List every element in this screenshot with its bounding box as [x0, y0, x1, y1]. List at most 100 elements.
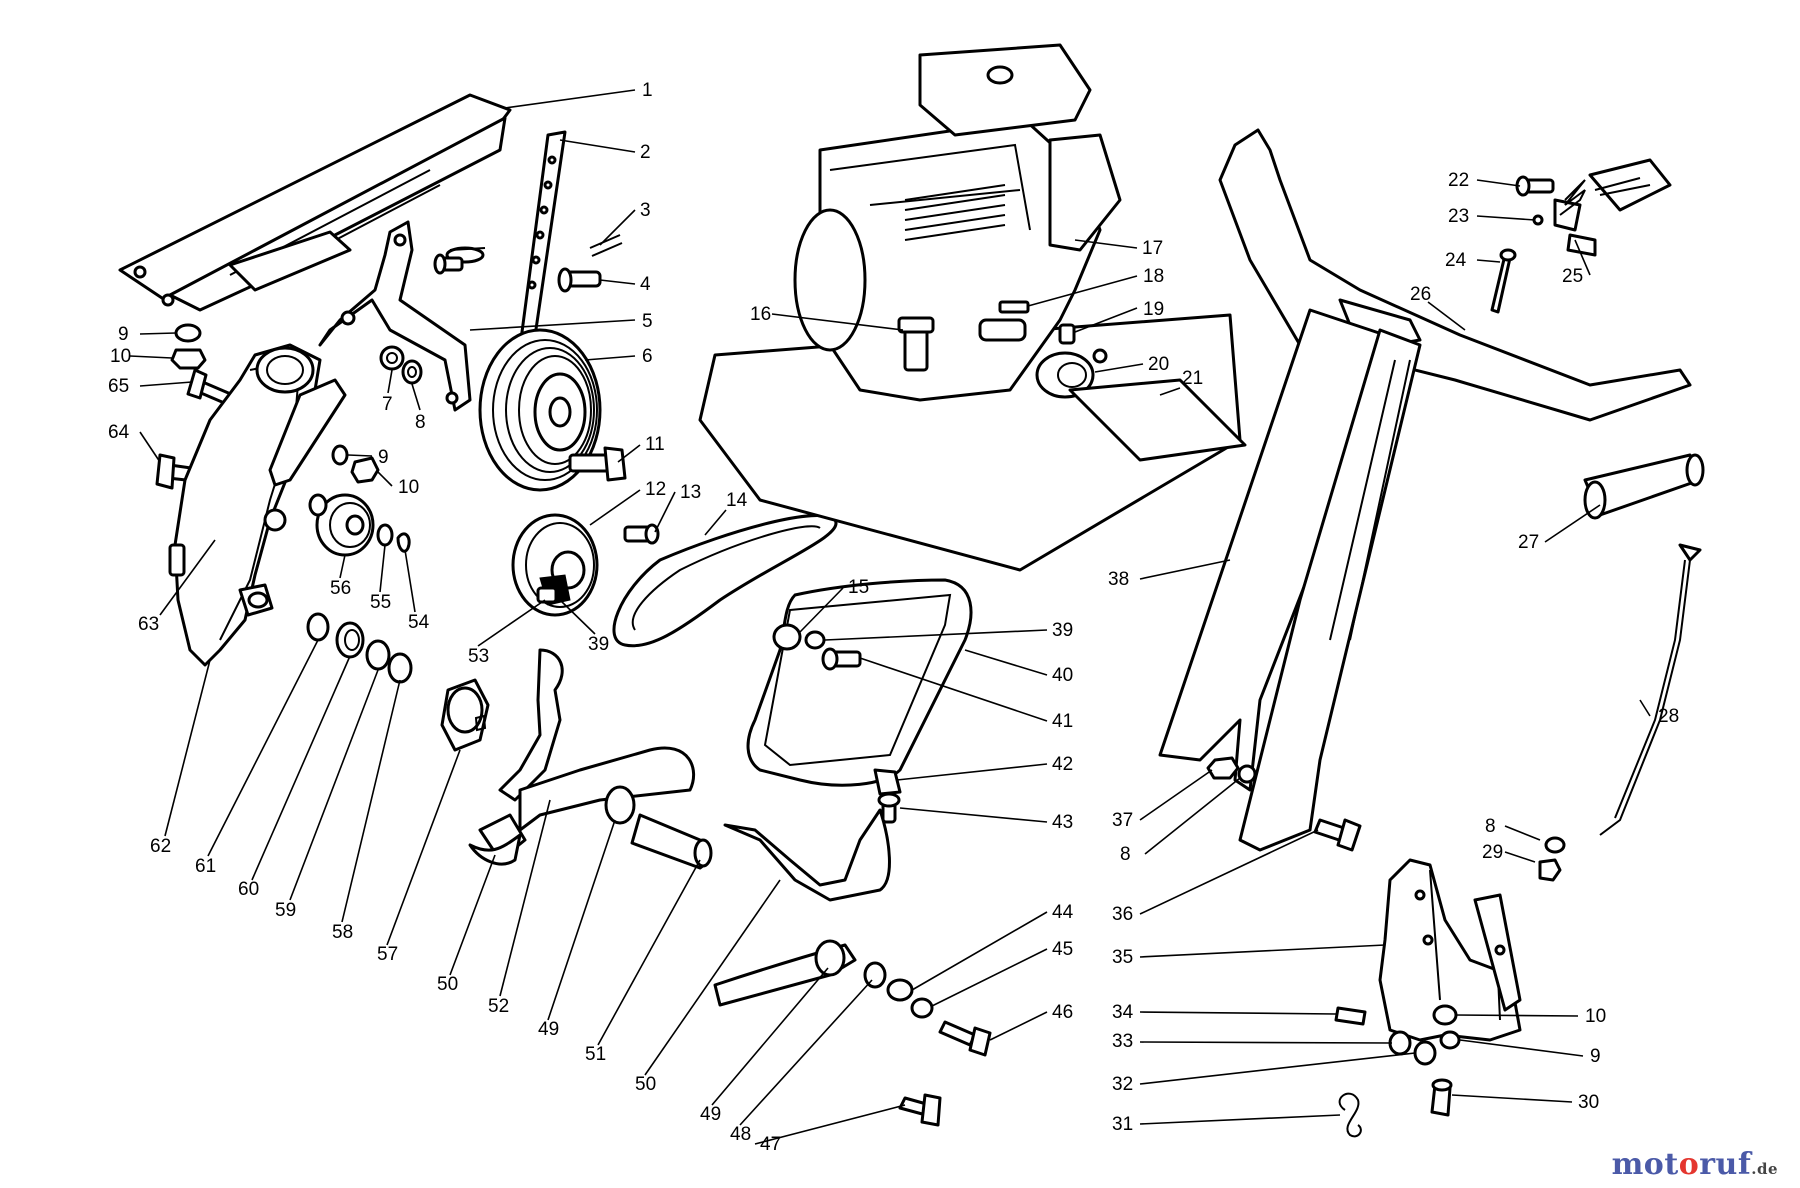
leader-line	[1139, 944, 1386, 958]
callout-27: 27	[1518, 532, 1539, 553]
callout-10: 10	[110, 346, 131, 367]
callout-36: 36	[1112, 904, 1133, 925]
part-15-spacer	[772, 623, 802, 651]
part-13-set-screw	[623, 523, 660, 545]
part-31-hook	[1338, 1092, 1362, 1138]
leader-line	[771, 313, 904, 331]
part-26-handle	[1158, 128, 1692, 852]
part-27-grip	[1583, 453, 1705, 520]
leader-line	[617, 444, 641, 463]
leader-line	[1139, 769, 1213, 821]
part-52-tine	[478, 648, 696, 862]
leader-line	[289, 669, 379, 901]
callout-65: 65	[108, 376, 129, 397]
leader-line	[504, 89, 636, 109]
leader-line	[129, 355, 173, 359]
callout-8d: 8	[1120, 844, 1131, 865]
leader-line	[341, 679, 401, 923]
callout-4: 4	[640, 274, 651, 295]
leader-lines	[129, 89, 1651, 1145]
leader-line	[1544, 504, 1601, 543]
part-47-bolt	[898, 1093, 942, 1127]
callout-18: 18	[1143, 266, 1164, 287]
part-32-nut	[1413, 1040, 1437, 1066]
part-5-wheel-bracket	[318, 220, 472, 412]
callout-28: 28	[1658, 706, 1679, 727]
leader-line	[739, 979, 873, 1126]
callout-30: 30	[1578, 1092, 1599, 1113]
leader-line	[1504, 851, 1536, 863]
leader-line	[599, 209, 636, 246]
callout-20: 20	[1148, 354, 1169, 375]
part-56-idler-pulley	[308, 493, 375, 557]
part-29-nut	[1538, 836, 1566, 882]
callout-19: 19	[1143, 299, 1164, 320]
callout-22: 22	[1448, 170, 1469, 191]
part-37-nut	[1206, 756, 1257, 784]
leader-line	[1159, 387, 1181, 396]
callout-16: 16	[750, 304, 771, 325]
callout-51: 51	[585, 1044, 606, 1065]
leader-line	[379, 544, 386, 593]
callout-9: 9	[118, 324, 129, 345]
leader-line	[597, 859, 701, 1046]
leader-line	[449, 854, 496, 976]
callout-11: 11	[645, 434, 665, 455]
part-10-nut	[170, 348, 207, 370]
callout-47: 47	[760, 1134, 781, 1155]
callout-58: 58	[332, 922, 353, 943]
callout-3: 3	[640, 200, 651, 221]
callout-21: 21	[1182, 368, 1203, 389]
part-48-washer	[863, 961, 887, 989]
callout-9e: 9	[1590, 1046, 1601, 1067]
part-41-bolt	[821, 647, 862, 671]
part-60-seal	[335, 621, 365, 659]
leader-line	[1574, 239, 1591, 276]
leader-line	[1094, 363, 1144, 373]
callout-43: 43	[1052, 812, 1073, 833]
part-57-hub	[440, 678, 490, 752]
leader-line	[931, 948, 1048, 1007]
part-4-pin	[433, 253, 602, 293]
leader-line	[1504, 825, 1541, 841]
part-39-washer	[804, 630, 826, 650]
callout-13: 13	[680, 482, 701, 503]
part-10-hex-nut	[350, 456, 380, 484]
part-9-washer	[174, 323, 202, 343]
callout-53: 53	[468, 646, 489, 667]
leader-line	[547, 819, 616, 1021]
leader-line	[251, 655, 351, 881]
callout-23: 23	[1448, 206, 1469, 227]
leader-line	[1139, 829, 1319, 915]
part-49-washer	[604, 785, 636, 825]
leader-line	[207, 639, 319, 857]
callout-1: 1	[642, 80, 653, 101]
leader-line	[139, 431, 161, 463]
part-23-spring	[1532, 179, 1586, 226]
callout-12: 12	[645, 479, 666, 500]
leader-line	[1139, 1114, 1341, 1125]
leader-line	[1427, 301, 1466, 331]
callout-54: 54	[408, 612, 430, 633]
part-9-lock-washer	[331, 444, 349, 466]
part-20-collar	[1035, 348, 1108, 399]
callout-64: 64	[108, 422, 130, 443]
part-2-depth-bar	[513, 130, 567, 387]
part-30-bolt	[1430, 1078, 1453, 1117]
callout-25: 25	[1562, 266, 1583, 287]
callout-40: 40	[1052, 665, 1073, 686]
callout-10b: 10	[398, 477, 419, 498]
part-8-washer	[401, 359, 423, 385]
callout-56: 56	[330, 578, 351, 599]
leader-line	[711, 967, 829, 1106]
callout-8: 8	[415, 412, 426, 433]
callout-60: 60	[238, 879, 259, 900]
callout-39b: 39	[588, 634, 609, 655]
callout-2: 2	[640, 142, 651, 163]
leader-line	[404, 549, 416, 613]
callout-38: 38	[1108, 569, 1129, 590]
callout-49b: 49	[538, 1019, 559, 1040]
leader-line	[899, 807, 1048, 823]
leader-line	[824, 629, 1048, 641]
leader-line	[799, 587, 844, 633]
